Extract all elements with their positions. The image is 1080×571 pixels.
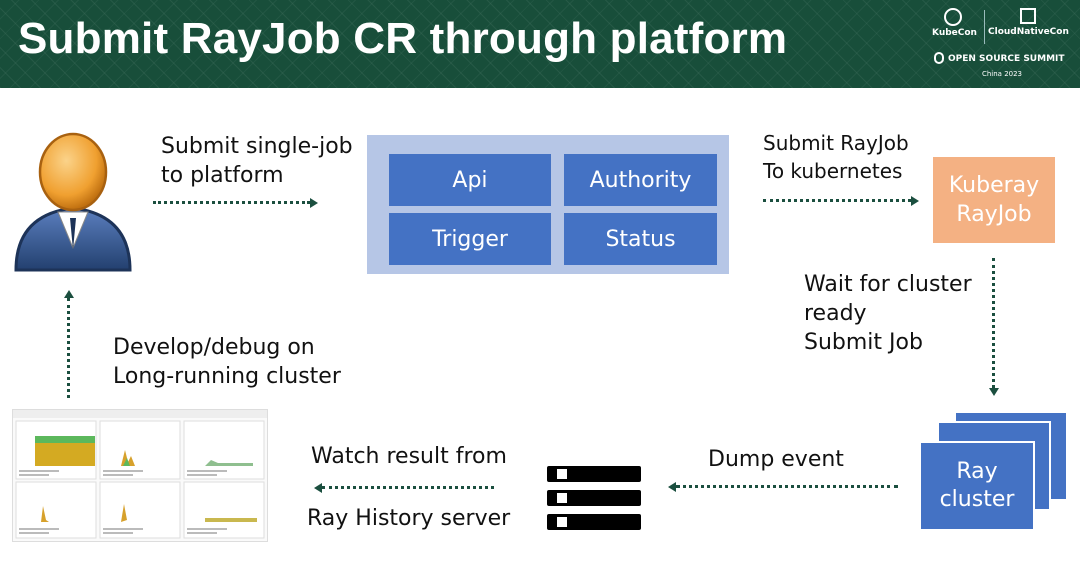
- label-line: To kubernetes: [763, 159, 903, 183]
- ray-cluster-label-line: cluster: [939, 487, 1015, 512]
- arrowhead-left: [314, 483, 322, 493]
- title-banner: Submit RayJob CR through platform KubeCo…: [0, 0, 1080, 88]
- arrow-kuberay-to-cluster: [992, 258, 995, 388]
- status-box: Status: [564, 213, 717, 265]
- develop-debug-label: Develop/debug on Long-running cluster: [113, 333, 341, 391]
- server-unit: [547, 514, 641, 530]
- server-unit: [547, 490, 641, 506]
- label-line: Develop/debug on: [113, 335, 315, 360]
- kuberay-label-line: Kuberay: [948, 173, 1040, 198]
- conference-logo: KubeCon CloudNativeCon OPEN SOURCE SUMMI…: [922, 6, 1070, 82]
- server-unit: [547, 466, 641, 482]
- cloudnativecon-logo: CloudNativeCon: [988, 8, 1069, 37]
- label-line: Long-running cluster: [113, 364, 341, 389]
- server-led: [557, 517, 567, 527]
- label-line: Submit RayJob: [763, 131, 909, 155]
- banner-pattern: [0, 0, 1080, 88]
- history-server-label: Ray History server: [307, 506, 511, 531]
- watch-result-label: Watch result from: [311, 444, 507, 469]
- dashboard-graphics: [13, 410, 267, 539]
- label-line: to platform: [161, 163, 284, 188]
- open-source-summit-logo: OPEN SOURCE SUMMIT: [934, 52, 1065, 64]
- server-led: [557, 469, 567, 479]
- submit-rayjob-label: Submit RayJob To kubernetes: [763, 129, 909, 185]
- trigger-box: Trigger: [389, 213, 551, 265]
- cloudnativecon-icon: [1020, 8, 1036, 24]
- ray-cluster-box: Ray cluster: [919, 441, 1035, 531]
- kuberay-rayjob-box: Kuberay RayJob: [933, 157, 1055, 243]
- api-box: Api: [389, 154, 551, 206]
- label-line: ready: [804, 301, 867, 326]
- ray-cluster-label-line: Ray: [956, 459, 998, 484]
- user-avatar-icon: [14, 132, 132, 272]
- arrow-user-to-platform: [153, 201, 310, 204]
- dashboard-thumbnail: [12, 409, 268, 542]
- arrow-server-to-dashboard: [322, 486, 494, 489]
- arrowhead-up: [64, 290, 74, 298]
- kubecon-label: KubeCon: [932, 28, 977, 38]
- oss-s-icon: [934, 52, 944, 64]
- edition-label: China 2023: [981, 70, 1023, 78]
- authority-box: Authority: [564, 154, 717, 206]
- logo-divider: [984, 10, 985, 44]
- platform-container: Api Authority Trigger Status: [367, 135, 729, 274]
- arrowhead-down: [989, 388, 999, 396]
- dump-event-label: Dump event: [708, 447, 844, 472]
- arrowhead-right: [310, 198, 318, 208]
- label-line: Submit single-job: [161, 134, 353, 159]
- kubecon-icon: [944, 8, 962, 26]
- label-line: Wait for cluster: [804, 272, 972, 297]
- arrow-cluster-to-server: [676, 485, 898, 488]
- cloudnativecon-label: CloudNativeCon: [988, 27, 1069, 37]
- submit-single-job-label: Submit single-job to platform: [161, 132, 353, 190]
- arrow-dashboard-to-user: [67, 298, 70, 398]
- label-line: Submit Job: [804, 330, 923, 355]
- wait-for-cluster-label: Wait for cluster ready Submit Job: [804, 270, 972, 357]
- arrowhead-left: [668, 482, 676, 492]
- slide-title: Submit RayJob CR through platform: [18, 14, 788, 63]
- kubecon-logo: KubeCon: [932, 8, 977, 38]
- kuberay-label-line: RayJob: [956, 202, 1032, 227]
- arrow-platform-to-kuberay: [763, 199, 911, 202]
- oss-label: OPEN SOURCE SUMMIT: [948, 54, 1065, 64]
- arrowhead-right: [911, 196, 919, 206]
- server-led: [557, 493, 567, 503]
